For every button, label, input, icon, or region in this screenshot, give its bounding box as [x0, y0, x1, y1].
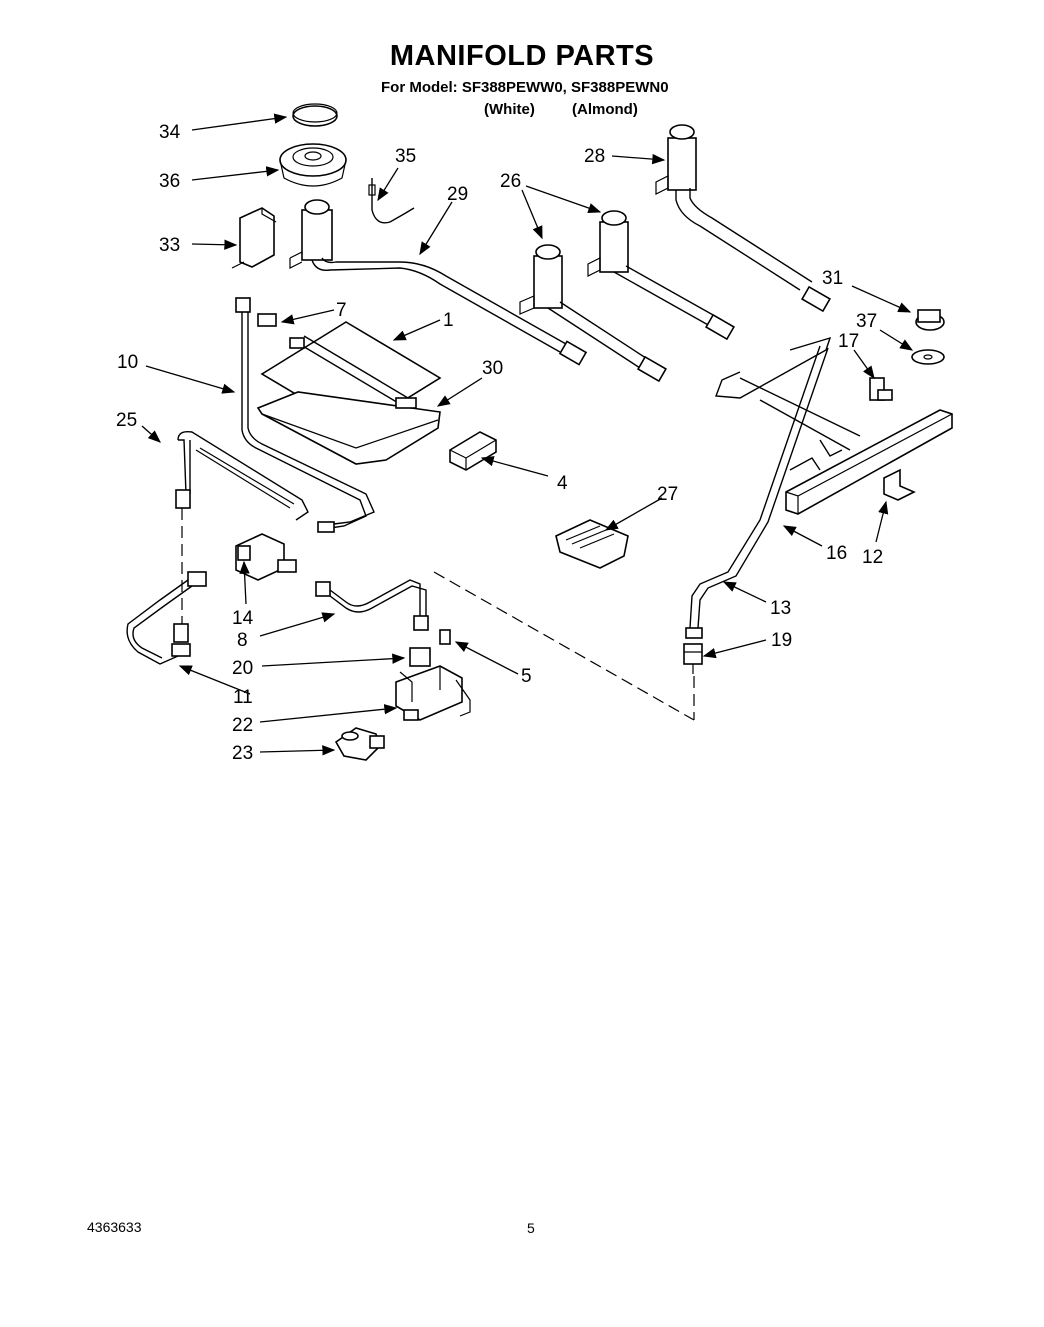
callout-11: 11: [233, 687, 253, 708]
model-line: For Model: SF388PEWW0, SF388PEWN0: [381, 79, 669, 96]
finish-white: (White): [484, 101, 535, 118]
center-burner-tube-26a: [519, 244, 667, 383]
center-burner-tube-26b: [587, 210, 735, 341]
fitting-19: [683, 643, 703, 674]
callout-19: 19: [771, 630, 792, 651]
fitting-5: [439, 629, 451, 645]
callout-20: 20: [232, 658, 253, 679]
callout-12: 12: [862, 547, 883, 568]
callout-8: 8: [237, 630, 248, 651]
callout-17: 17: [838, 331, 859, 352]
gas-line-13: [685, 345, 829, 639]
page-number: 5: [527, 1220, 535, 1236]
leader-lines: [141, 113, 914, 756]
callout-26: 26: [500, 171, 521, 192]
callout-10: 10: [117, 352, 138, 373]
fitting-7: [257, 313, 277, 327]
callout-27: 27: [657, 484, 678, 505]
right-rear-burner-tube-28: [655, 124, 831, 313]
burner-cap: [292, 103, 338, 127]
document-number: 4363633: [87, 1219, 142, 1235]
page-title: MANIFOLD PARTS: [389, 40, 655, 72]
manifold-bar-16: [785, 409, 953, 515]
fitting-17: [869, 377, 893, 401]
dashed-connectors: [181, 508, 695, 721]
callout-34: 34: [159, 122, 181, 143]
callout-4: 4: [557, 473, 568, 494]
callout-28: 28: [584, 146, 605, 167]
callout-31: 31: [822, 268, 843, 289]
callout-14: 14: [232, 608, 254, 629]
washer-37: [911, 349, 945, 365]
valve-23: [334, 727, 385, 761]
wire-35: [368, 178, 415, 224]
manifold-frame: [715, 336, 861, 471]
broil-burner-25: [175, 430, 309, 521]
callout-22: 22: [232, 715, 253, 736]
callout-37: 37: [856, 311, 877, 332]
gas-line-8: [315, 579, 429, 631]
valve-manifold-22: [395, 665, 471, 721]
callout-36: 36: [159, 171, 180, 192]
callout-35: 35: [395, 146, 416, 167]
bracket-12: [883, 468, 916, 501]
gas-line-10: [235, 297, 375, 533]
callout-5: 5: [521, 666, 532, 687]
bracket-33: [231, 207, 277, 269]
fitting-20: [409, 647, 431, 667]
callout-33: 33: [159, 235, 180, 256]
callout-23: 23: [232, 743, 253, 764]
bracket-4: [449, 431, 497, 471]
igniter-27: [555, 519, 629, 569]
finish-almond: (Almond): [572, 101, 638, 118]
orifice-31: [915, 309, 945, 331]
burner-base: [279, 143, 347, 187]
callout-13: 13: [770, 598, 791, 619]
callout-labels: 34 36 33 35 29 26 28 31 37 17 7 1 10 30 …: [116, 122, 883, 764]
callout-25: 25: [116, 410, 137, 431]
callout-29: 29: [447, 184, 468, 205]
baffle-30: [256, 391, 441, 465]
gas-line-11: [126, 571, 207, 665]
callout-1: 1: [443, 310, 454, 331]
callout-7: 7: [336, 300, 347, 321]
callout-30: 30: [482, 358, 503, 379]
left-rear-burner-tube: [289, 199, 588, 366]
callout-16: 16: [826, 543, 847, 564]
